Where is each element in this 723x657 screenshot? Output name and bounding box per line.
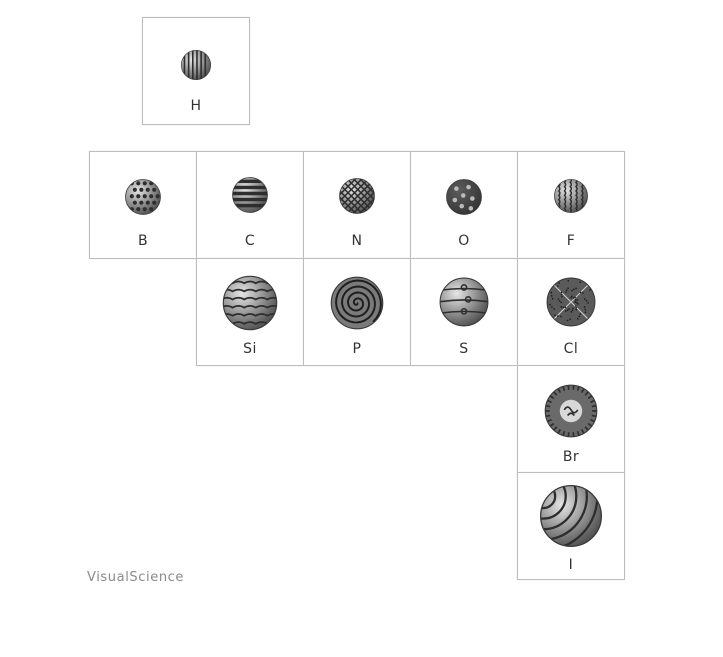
symbol-br: Br (562, 449, 580, 465)
orb-f (554, 179, 588, 213)
watermark-text: VisualScience (87, 570, 185, 585)
cell-br: Br (517, 365, 625, 473)
cell-cl: Cl (517, 258, 625, 366)
symbol-p: P (352, 341, 362, 357)
symbol-f: F (566, 233, 576, 249)
orb-cl (546, 277, 596, 327)
cell-p: P (303, 258, 411, 366)
cell-si: Si (196, 258, 304, 366)
cell-b: B (89, 151, 197, 259)
orb-s (439, 277, 489, 327)
symbol-c: C (244, 233, 256, 249)
symbol-cl: Cl (563, 341, 579, 357)
cell-o: O (410, 151, 518, 259)
orb-o (446, 179, 482, 215)
orb-n (339, 178, 375, 214)
symbol-o: O (458, 233, 470, 249)
cell-s: S (410, 258, 518, 366)
orb-i (539, 484, 603, 548)
cell-n: N (303, 151, 411, 259)
symbol-h: H (190, 98, 202, 114)
cell-f: F (517, 151, 625, 259)
symbol-i: I (568, 557, 574, 573)
orb-p (330, 276, 384, 330)
symbol-b: B (137, 233, 149, 249)
orb-c (232, 177, 268, 213)
cell-c: C (196, 151, 304, 259)
orb-h (180, 49, 212, 81)
symbol-si: Si (243, 341, 257, 357)
symbol-s: S (459, 341, 469, 357)
cell-h: H (142, 17, 250, 125)
orb-si (222, 275, 278, 331)
orb-br (544, 384, 598, 438)
symbol-n: N (351, 233, 363, 249)
orb-b (125, 179, 161, 215)
cell-i: I (517, 472, 625, 580)
